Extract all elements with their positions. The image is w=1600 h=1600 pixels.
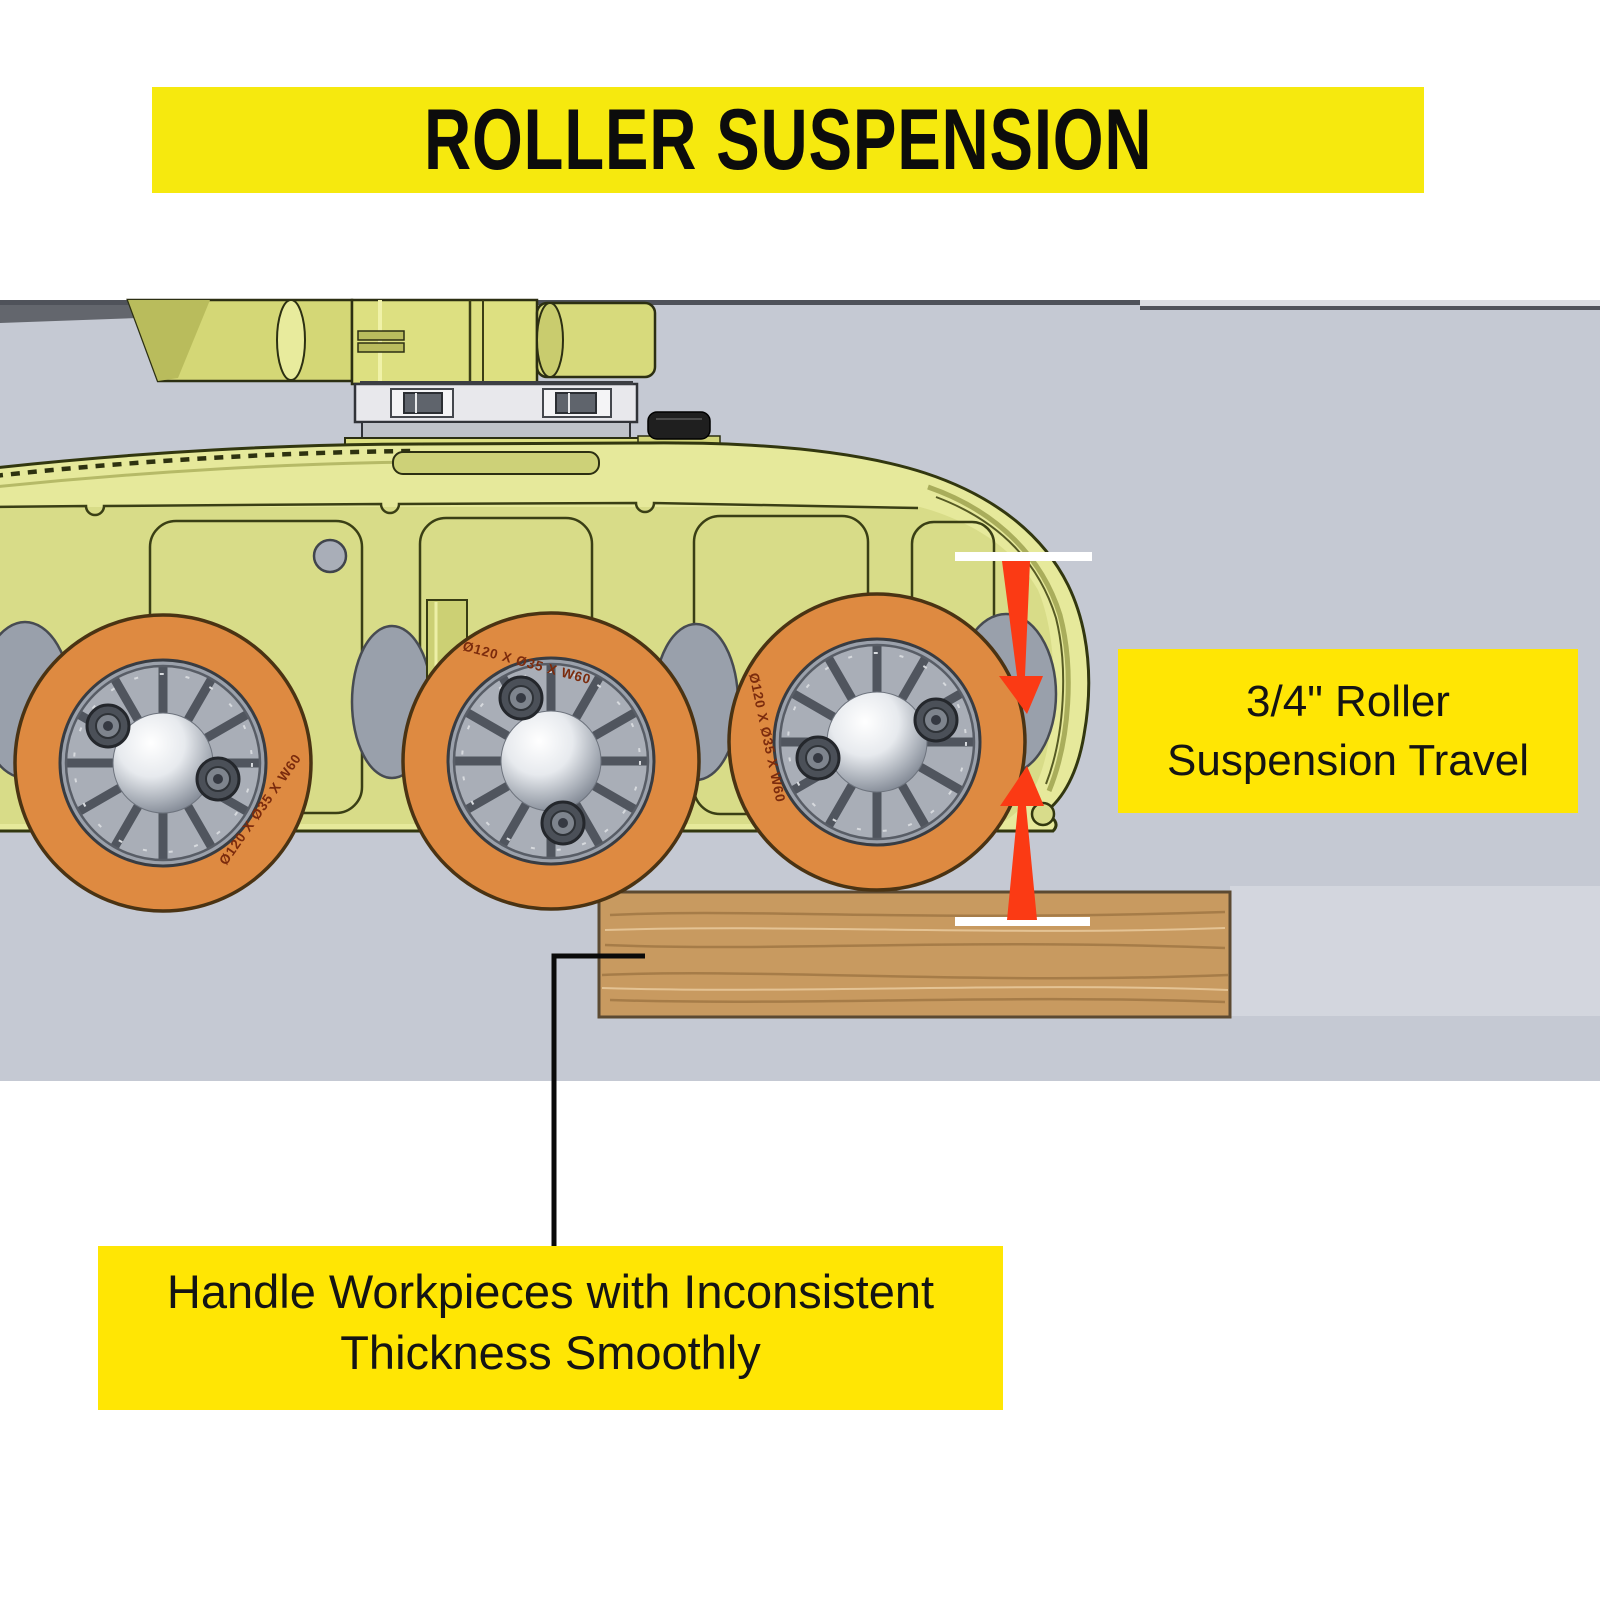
tick-top	[955, 552, 1092, 561]
callout-handle-line1: Handle Workpieces with Inconsistent	[166, 1265, 935, 1318]
callout-travel-line2: Suspension Travel	[1167, 736, 1529, 785]
hood-recess	[392, 451, 600, 475]
light-stripe	[1230, 886, 1600, 1016]
hood-trim-strip	[0, 448, 416, 478]
callout-suspension-travel: 3/4" Roller Suspension Travel	[1118, 649, 1578, 813]
page-title: ROLLER SUSPENSION	[423, 91, 1153, 188]
roller-3: Ø120 X Ø35 X W60	[729, 594, 1025, 890]
leader-line	[551, 953, 645, 1246]
tick-bottom	[955, 917, 1090, 926]
roller-2: Ø120 X Ø35 X W60	[403, 613, 699, 909]
scroll-curl	[1030, 801, 1056, 827]
callout-handle-workpieces: Handle Workpieces with Inconsistent Thic…	[98, 1246, 1003, 1410]
callout-travel-line1: 3/4" Roller	[1246, 677, 1450, 726]
dimension-arrow-up	[1000, 766, 1044, 920]
body-hole	[312, 538, 348, 574]
motor-assembly	[126, 298, 657, 386]
wood-board	[597, 890, 1232, 1019]
nose-inner-rim	[927, 484, 1071, 792]
callout-handle-line2: Thickness Smoothly	[340, 1326, 761, 1379]
roller-1: Ø120 X Ø35 X W60	[15, 615, 311, 911]
dimension-arrow-down	[999, 561, 1043, 714]
title-banner: ROLLER SUSPENSION	[152, 87, 1424, 193]
face-edge-line	[0, 501, 919, 517]
